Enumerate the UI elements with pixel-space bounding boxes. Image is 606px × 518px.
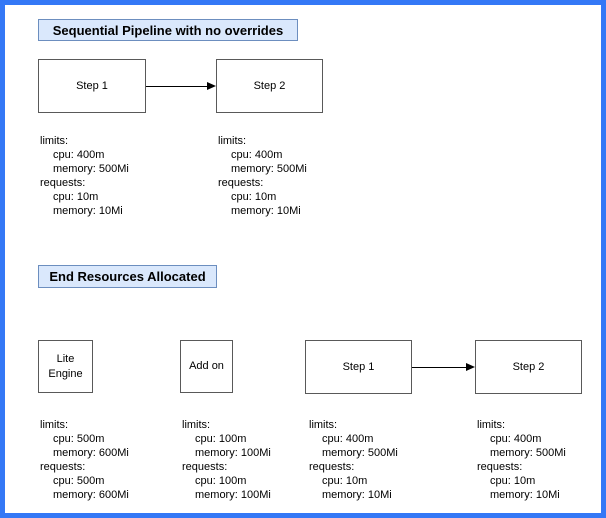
resource-line: limits: [40,135,69,147]
resource-line: limits: [218,135,247,147]
resource-line: limits: [477,419,506,431]
resource-line: memory: 100Mi [195,489,271,501]
resource-line: memory: 10Mi [231,205,301,217]
resource-block-add-on: limits: cpu: 100m memory: 100Mi requests… [182,418,271,502]
resource-line: cpu: 400m [490,433,542,445]
resource-line: requests: [40,461,86,473]
arrow-pipeline-step1-to-step2-icon [146,82,216,90]
resource-line: cpu: 400m [231,149,283,161]
node-label: Step 1 [76,79,108,92]
resource-line: cpu: 400m [322,433,374,445]
resource-line: cpu: 10m [53,191,99,203]
resource-block-end-step1: limits: cpu: 400m memory: 500Mi requests… [309,418,398,502]
resource-line: cpu: 500m [53,433,105,445]
resource-line: memory: 10Mi [490,489,560,501]
resource-line: cpu: 10m [231,191,277,203]
resource-line: cpu: 10m [490,475,536,487]
resource-line: limits: [309,419,338,431]
resource-line: memory: 600Mi [53,447,129,459]
arrow-end-step1-to-step2-icon [412,363,475,371]
resource-line: cpu: 500m [53,475,105,487]
resource-line: limits: [40,419,69,431]
node-label: Lite Engine [48,352,83,380]
node-lite-engine: Lite Engine [38,340,93,393]
resource-line: cpu: 100m [195,433,247,445]
section-title-end-resources-label: End Resources Allocated [49,269,206,284]
resource-line: requests: [40,177,86,189]
node-add-on: Add on [180,340,233,393]
resource-line: memory: 500Mi [231,163,307,175]
resource-block-pipeline-step1: limits: cpu: 400m memory: 500Mi requests… [40,134,129,218]
section-title-end-resources: End Resources Allocated [38,265,217,288]
node-pipeline-step2: Step 2 [216,59,323,113]
section-title-pipeline: Sequential Pipeline with no overrides [38,19,298,41]
section-title-pipeline-label: Sequential Pipeline with no overrides [52,22,284,38]
node-end-step2: Step 2 [475,340,582,394]
resource-block-pipeline-step2: limits: cpu: 400m memory: 500Mi requests… [218,134,307,218]
resource-line: cpu: 100m [195,475,247,487]
resource-line: memory: 100Mi [195,447,271,459]
node-end-step1: Step 1 [305,340,412,394]
resource-line: memory: 500Mi [490,447,566,459]
resource-line: requests: [182,461,228,473]
resource-line: limits: [182,419,211,431]
resource-line: memory: 10Mi [322,489,392,501]
resource-line: requests: [218,177,264,189]
node-label: Step 1 [342,360,375,373]
resource-line: memory: 500Mi [322,447,398,459]
resource-line: cpu: 400m [53,149,105,161]
resource-line: requests: [309,461,355,473]
node-pipeline-step1: Step 1 [38,59,146,113]
node-label: Step 2 [253,79,286,92]
resource-line: cpu: 10m [322,475,368,487]
resource-block-end-step2: limits: cpu: 400m memory: 500Mi requests… [477,418,566,502]
resource-block-lite-engine: limits: cpu: 500m memory: 600Mi requests… [40,418,129,502]
resource-line: requests: [477,461,523,473]
node-label: Step 2 [512,360,545,373]
resource-line: memory: 10Mi [53,205,123,217]
node-label: Add on [189,360,224,372]
resource-line: memory: 600Mi [53,489,129,501]
resource-line: memory: 500Mi [53,163,129,175]
